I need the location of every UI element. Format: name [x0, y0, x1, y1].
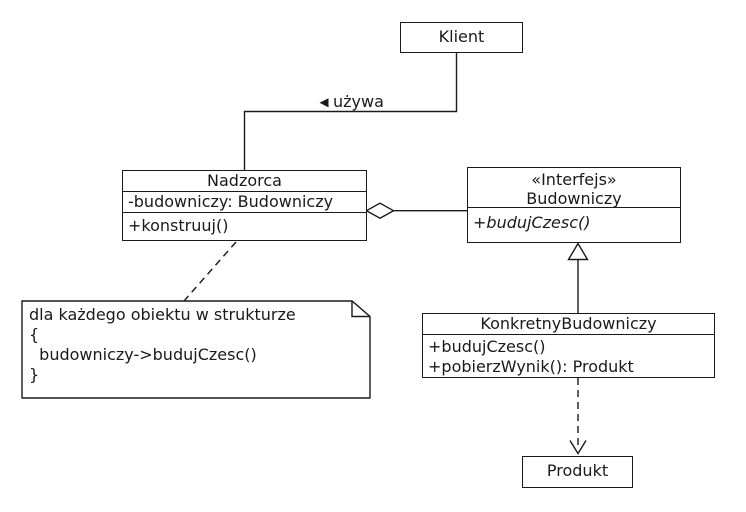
methods-konkretny-budowniczy: +budujCzesc() +pobierzWynik(): Produkt — [423, 335, 714, 378]
attribute-budowniczy: -budowniczy: Budowniczy — [123, 192, 366, 213]
method-budujczesc-abstract: +budujCzesc() — [473, 213, 591, 232]
dependency-open-arrowhead-icon — [569, 440, 587, 455]
association-label-uzywa: używa — [333, 92, 384, 111]
note-line: budowniczy->budujCzesc() — [29, 345, 257, 364]
interface-name-budowniczy: Budowniczy — [526, 188, 622, 208]
method-pobierzwynik: +pobierzWynik(): Produkt — [428, 357, 634, 376]
class-box-klient: Klient — [400, 22, 523, 53]
class-name-klient: Klient — [438, 27, 485, 46]
class-name-produkt: Produkt — [546, 461, 609, 480]
generalization-triangle-icon — [567, 242, 589, 261]
uses-direction-arrow-icon — [319, 98, 329, 108]
note-comment: dla każdego obiektu w strukturze { budow… — [29, 305, 296, 385]
interface-box-budowniczy: «Interfejs» Budowniczy +budujCzesc() — [467, 167, 681, 243]
aggregation-diamond-icon — [365, 202, 395, 220]
method-konstruuj: +konstruuj() — [128, 216, 229, 235]
method-budujczesc: +budujCzesc() — [428, 336, 546, 356]
note-line: { — [29, 325, 40, 344]
interface-title: «Interfejs» Budowniczy — [468, 168, 680, 208]
note-line: dla każdego obiektu w strukturze — [29, 305, 296, 324]
class-box-konkretny-budowniczy: KonkretnyBudowniczy +budujCzesc() +pobie… — [422, 313, 715, 378]
note-line: } — [29, 365, 40, 384]
klient-nadzorca-association-line — [243, 53, 458, 171]
class-name-nadzorca: Nadzorca — [123, 171, 366, 192]
class-box-produkt: Produkt — [522, 456, 633, 488]
class-name-konkretny-budowniczy: KonkretnyBudowniczy — [423, 314, 714, 335]
note-anchor-dashed-line — [183, 241, 237, 302]
class-box-nadzorca: Nadzorca -budowniczy: Budowniczy +konstr… — [122, 170, 367, 241]
stereotype-interfejs: «Interfejs» — [531, 169, 617, 189]
note-fold-icon — [351, 301, 370, 318]
note-shape — [21, 300, 371, 399]
